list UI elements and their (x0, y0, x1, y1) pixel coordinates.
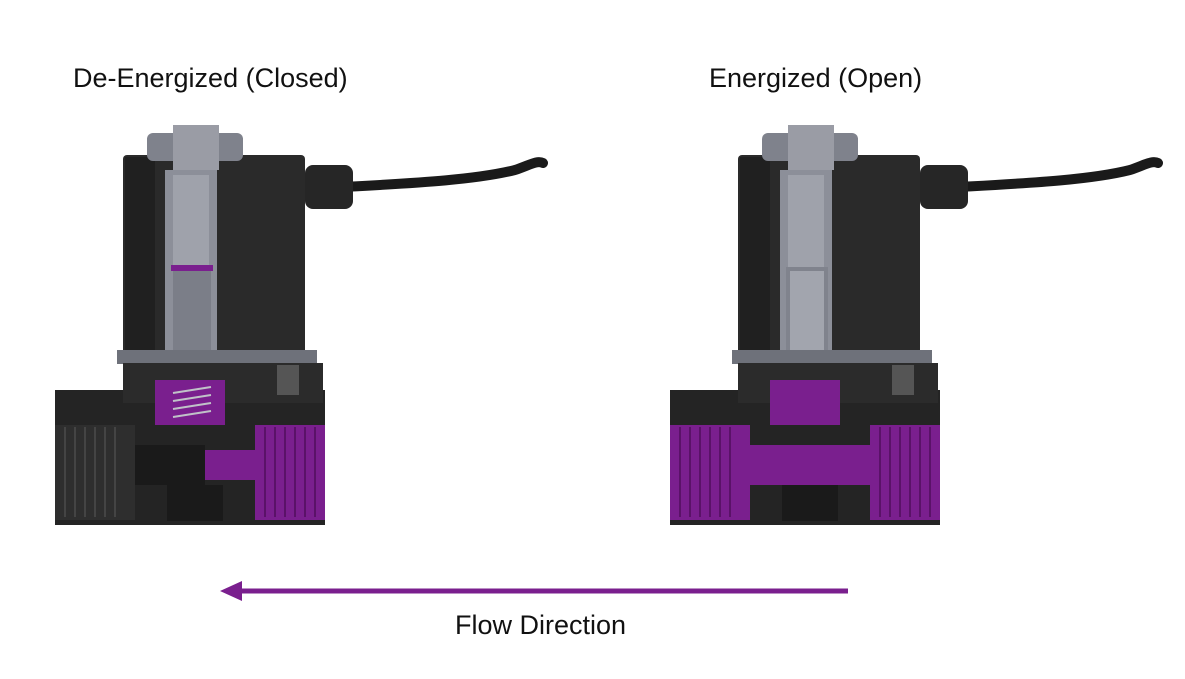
outlet-port (870, 425, 940, 520)
closed-seat (135, 445, 205, 485)
outlet-port (255, 425, 325, 520)
connector (305, 165, 353, 209)
flange (117, 350, 317, 364)
cable (340, 157, 548, 192)
flow-direction-label: Flow Direction (455, 610, 627, 640)
pilot-chamber (155, 380, 225, 425)
flow-direction-arrow (220, 581, 848, 601)
plunger-top (171, 265, 213, 271)
open-valve-cutaway (670, 125, 1163, 525)
flange (732, 350, 932, 364)
closed-valve-cutaway (55, 125, 548, 525)
cable (955, 157, 1163, 192)
connector (920, 165, 968, 209)
open-state-label: Energized (Open) (709, 63, 923, 93)
pilot-chamber (770, 380, 840, 425)
closed-state-label: De-Energized (Closed) (73, 63, 348, 93)
open-flow-path (750, 445, 870, 485)
